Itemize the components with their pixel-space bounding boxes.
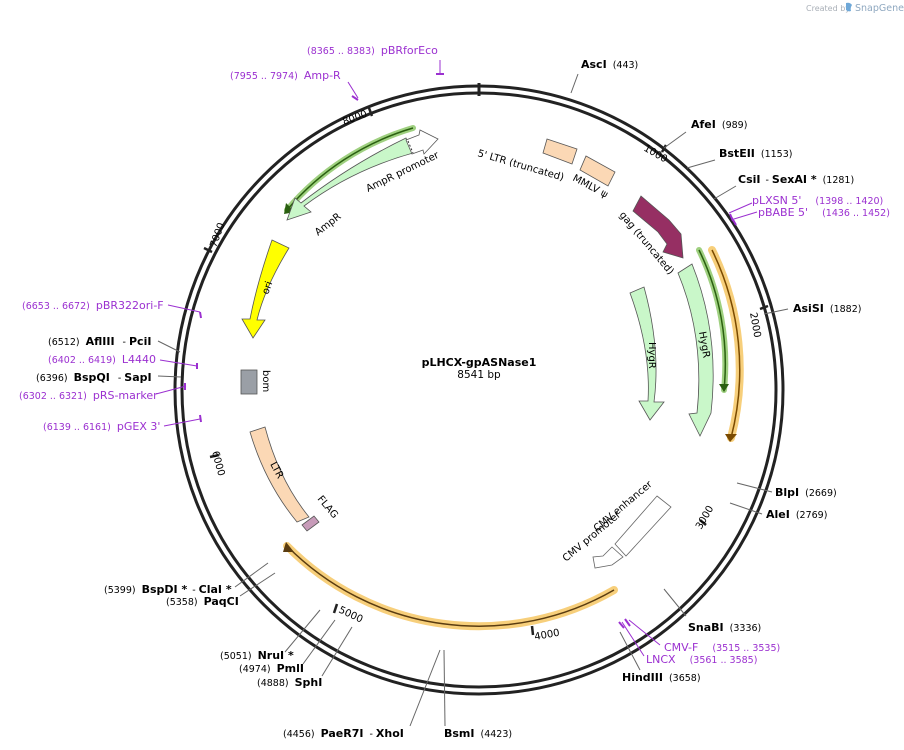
enzyme-hindiii: HindIII(3658)	[622, 671, 701, 684]
tick-label-4000: 4000	[534, 628, 561, 643]
ampr-promoter-feature	[405, 129, 439, 155]
tick-label-3000: 3000	[694, 504, 716, 532]
primer-cmv-f: CMV-F(3515 .. 3535)	[664, 641, 780, 654]
orange-highlight-line-bottom	[286, 545, 615, 627]
hygr-outer-label: HygR	[696, 331, 711, 359]
snapgene-brand: SnapGene	[855, 3, 904, 14]
tick-label-8000: 8000	[341, 109, 369, 128]
enzyme-asci: AscI(443)	[581, 58, 638, 71]
primer-pgex-3: (6139 .. 6161)pGEX 3'	[43, 420, 160, 433]
primer-amp-r: (7955 .. 7974)Amp-R	[230, 69, 341, 82]
tick-label-6000: 6000	[209, 450, 226, 477]
enzyme-csii-sexai: CsiI-SexAI *(1281)	[738, 173, 854, 186]
enzyme-blpi: BlpI(2669)	[775, 486, 837, 499]
enzyme-pmli: (4974)PmlI	[239, 662, 304, 675]
enzyme-alei: AleI(2769)	[766, 508, 827, 521]
plasmid-length: 8541 bp	[457, 369, 501, 381]
ltr-5-feature	[542, 138, 578, 165]
tick-label-5000: 5000	[337, 605, 365, 626]
enzyme-afliii-pcii: (6512)AflIII-PciI	[48, 335, 151, 348]
cmv-enhancer-feature	[614, 495, 672, 557]
ampr-label: AmpR	[313, 211, 343, 238]
enzyme-paqci: (5358)PaqCI	[166, 595, 239, 608]
enzyme-sphi: (4888)SphI	[257, 676, 322, 689]
enzyme-nrui: (5051)NruI *	[220, 649, 294, 662]
enzyme-bspqi-sapi: (6396)BspQI-SapI	[36, 371, 152, 384]
primer-pbabe: pBABE 5'(1436 .. 1452)	[758, 206, 890, 219]
primer-leader-lines	[155, 60, 758, 657]
ampr-feature	[286, 137, 414, 221]
flag-feature	[301, 515, 320, 532]
flag-label: FLAG	[315, 494, 340, 521]
bom-feature	[240, 369, 258, 395]
primer-pbr322ori-f: (6653 .. 6672)pBR322ori-F	[22, 299, 164, 312]
enzyme-asisi: AsiSI(1882)	[793, 302, 861, 315]
ori-feature	[241, 239, 290, 339]
cmv-promoter-feature	[592, 546, 624, 569]
primer-plxsn: pLXSN 5'(1398 .. 1420)	[752, 194, 883, 207]
ltr-feature	[249, 426, 310, 523]
hygr-outer-feature	[677, 263, 714, 437]
enzyme-snabi: SnaBI(3336)	[688, 621, 761, 634]
primer-prs-marker: (6302 .. 6321)pRS-marker	[19, 389, 158, 402]
enzyme-afei: AfeI(989)	[691, 118, 747, 131]
enzyme-bsteii: BstEII(1153)	[719, 147, 792, 160]
ori-label: ori	[260, 280, 275, 296]
snapgene-logo-icon	[846, 2, 852, 12]
enzyme-paer7i-xhoi: (4456)PaeR7I-XhoI	[283, 727, 404, 740]
tick-marks	[203, 107, 769, 636]
green-arrowhead-right	[719, 384, 729, 392]
bom-label: bom	[260, 370, 271, 392]
created-by-label: Created by	[806, 4, 850, 13]
tick-label-2000: 2000	[747, 312, 762, 339]
green-highlight-line-right	[698, 249, 727, 391]
orange-highlight-line-right	[711, 249, 741, 439]
plasmid-name: pLHCX-gpASNase1	[422, 356, 537, 369]
primer-marks	[184, 73, 737, 629]
enzyme-bsmi: BsmI(4423)	[444, 727, 512, 740]
mmlv-psi-feature	[579, 155, 616, 187]
gag-feature	[632, 195, 684, 259]
enzyme-bspdi-clai: (5399)BspDI *-ClaI *	[104, 583, 232, 596]
orange-arrowhead-right	[725, 434, 737, 442]
enzyme-leader-lines	[157, 73, 789, 727]
hygr-inner-feature	[629, 286, 665, 421]
primer-pbrforeco: (8365 .. 8383)pBRforEco	[307, 44, 438, 57]
orange-arrowhead-bottom	[283, 542, 294, 552]
primer-lncx: LNCX(3561 .. 3585)	[646, 653, 757, 666]
primer-l4440: (6402 .. 6419)L4440	[48, 353, 156, 366]
hygr-inner-label: HygR	[646, 342, 657, 369]
green-highlight-line-left	[286, 127, 414, 211]
